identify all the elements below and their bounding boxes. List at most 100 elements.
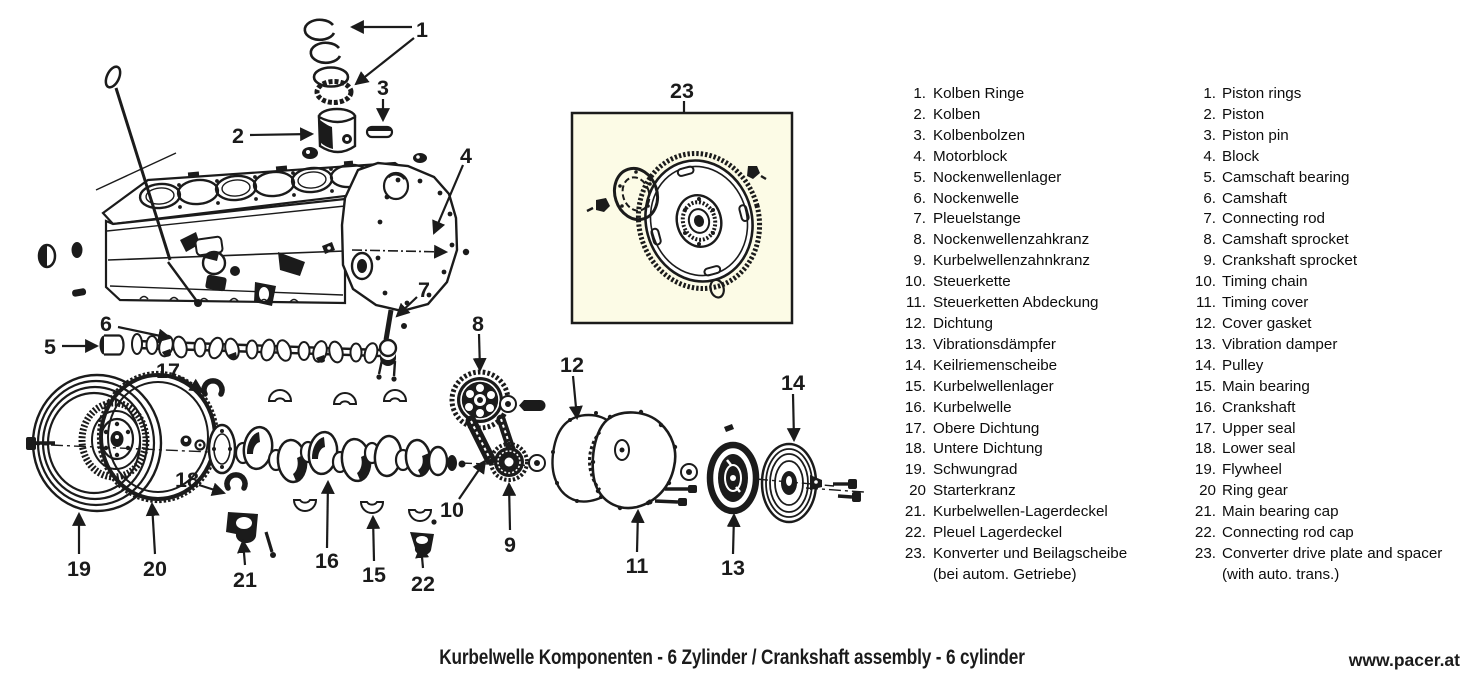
exploded-view-diagram: 1 2 3 4 5 6 7 8 9 10 11 12 13 14 15 16 1… <box>26 18 865 596</box>
timing-cover-drawing <box>551 409 698 511</box>
flywheel-drawing <box>26 373 163 513</box>
list-item-label: Flywheel <box>1222 461 1282 479</box>
list-item-number: 5. <box>1203 168 1216 186</box>
list-item: 13. Vibrationsdämpfer <box>894 335 1127 356</box>
list-item: 5. Nockenwellenlager <box>894 168 1127 189</box>
callout-20: 20 <box>143 557 167 581</box>
list-item-label: Piston pin <box>1222 126 1289 144</box>
callout-10: 10 <box>440 498 464 522</box>
list-item-number: 18. <box>1194 440 1216 458</box>
list-item-label: Cover gasket <box>1222 314 1312 332</box>
list-item-label: Crankshaft sprocket <box>1222 252 1358 270</box>
list-item-label: Schwungrad <box>933 461 1018 479</box>
list-item-label: Steuerkette <box>933 273 1011 291</box>
list-item-label: Konverter und Beilagscheibe(bei autom. G… <box>933 544 1128 583</box>
list-item: 4. Block <box>1184 147 1442 168</box>
list-item: 11. Steuerketten Abdeckung <box>894 293 1127 314</box>
list-item: 3. Piston pin <box>1184 126 1442 147</box>
list-item: 10. Timing chain <box>1184 272 1442 293</box>
list-item-label: Keilriemenscheibe <box>933 356 1058 374</box>
list-item-number: 2. <box>913 105 926 123</box>
seals-and-bearings-drawing <box>201 378 437 525</box>
list-item-number: 20 <box>909 482 926 500</box>
list-item-label: Dichtung <box>933 314 993 332</box>
list-item-label: Kolbenbolzen <box>933 126 1026 144</box>
list-item: 7. Connecting rod <box>1184 209 1442 230</box>
callout-2: 2 <box>232 124 244 148</box>
list-item-label: Untere Dichtung <box>933 440 1043 458</box>
list-item-label: Nockenwellenlager <box>933 168 1062 186</box>
list-item-number: 16. <box>904 398 926 416</box>
list-item-label: Timing chain <box>1222 273 1308 291</box>
list-item-number: 12. <box>1194 314 1216 332</box>
list-item-number: 10. <box>904 273 926 291</box>
list-item: 20 Ring gear <box>1184 481 1442 502</box>
list-item: 18. Lower seal <box>1184 439 1442 460</box>
list-item: 19. Flywheel <box>1184 460 1442 481</box>
list-item-number: 13. <box>904 335 926 353</box>
list-item-label: Starterkranz <box>933 482 1016 500</box>
list-item-number: 16. <box>1194 398 1216 416</box>
list-item: 22. Pleuel Lagerdeckel <box>894 523 1127 544</box>
list-item-label: Ring gear <box>1222 482 1288 500</box>
list-item-label: Kolben <box>933 105 981 123</box>
engine-block-drawing <box>37 65 470 313</box>
callout-8: 8 <box>472 312 484 336</box>
list-item-label: Camshaft <box>1222 189 1287 207</box>
list-item-number: 5. <box>913 168 926 186</box>
list-item: 2. Piston <box>1184 105 1442 126</box>
list-item-number: 17. <box>1194 419 1216 437</box>
list-item: 12. Dichtung <box>894 314 1127 335</box>
list-item: 1. Piston rings <box>1184 84 1442 105</box>
list-item-number: 17. <box>904 419 926 437</box>
list-item-label: Upper seal <box>1222 419 1296 437</box>
piston-group-drawing <box>303 18 394 154</box>
list-item-number: 20 <box>1199 482 1216 500</box>
callout-numbers: 1 2 3 4 5 6 7 8 9 10 11 12 13 14 15 16 1… <box>44 18 805 596</box>
list-item-label: Connecting rod <box>1222 210 1326 228</box>
list-item-number: 1. <box>1203 85 1216 102</box>
list-item-label: Piston <box>1222 105 1265 123</box>
list-item: 11. Timing cover <box>1184 293 1442 314</box>
list-item: 15. Kurbelwellenlager <box>894 377 1127 398</box>
list-item-number: 15. <box>1194 377 1216 395</box>
list-item-label: Camshaft sprocket <box>1222 231 1349 249</box>
list-item-number: 12. <box>904 314 926 332</box>
callout-19: 19 <box>67 557 91 581</box>
list-item-number: 2. <box>1203 105 1216 123</box>
list-item-label: Kurbelwelle <box>933 398 1012 416</box>
list-item: 5. Camschaft bearing <box>1184 168 1442 189</box>
list-item-number: 3. <box>1203 126 1216 144</box>
callout-15: 15 <box>362 563 386 587</box>
list-item: 6. Camshaft <box>1184 189 1442 210</box>
list-item-label: Kurbelwellen-Lagerdeckel <box>933 503 1108 521</box>
website-link[interactable]: www.pacer.at <box>1348 650 1460 670</box>
list-item-label: Obere Dichtung <box>933 419 1040 437</box>
list-item: 21. Main bearing cap <box>1184 502 1442 523</box>
connecting-rod-drawing <box>376 309 407 382</box>
list-item: 14. Pulley <box>1184 356 1442 377</box>
list-item: 8. Nockenwellenzahkranz <box>894 230 1127 251</box>
list-item: 16. Kurbelwelle <box>894 398 1127 419</box>
list-item-number: 21. <box>904 503 926 521</box>
list-item: 23. Converter drive plate and spacer(wit… <box>1184 544 1442 586</box>
list-item: 17. Upper seal <box>1184 419 1442 440</box>
callout-arrows <box>62 20 801 569</box>
list-item-label: Main bearing <box>1222 377 1310 395</box>
callout-22: 22 <box>411 572 435 596</box>
list-item-label: Steuerketten Abdeckung <box>933 294 1099 312</box>
list-item-number: 6. <box>913 189 926 207</box>
list-item: 8. Camshaft sprocket <box>1184 230 1442 251</box>
callout-3: 3 <box>377 76 389 100</box>
callout-1: 1 <box>416 18 428 42</box>
callout-16: 16 <box>315 549 339 573</box>
diagram-title: Kurbelwelle Komponenten - 6 Zylinder / C… <box>439 646 1025 669</box>
list-item-number: 13. <box>1194 335 1216 353</box>
list-item-number: 22. <box>1194 524 1216 542</box>
timing-set-drawing <box>449 369 546 482</box>
callout-6: 6 <box>100 312 112 336</box>
callout-23: 23 <box>670 79 694 103</box>
list-item: 18. Untere Dichtung <box>894 439 1127 460</box>
list-item-label: Pleuelstange <box>933 210 1021 228</box>
